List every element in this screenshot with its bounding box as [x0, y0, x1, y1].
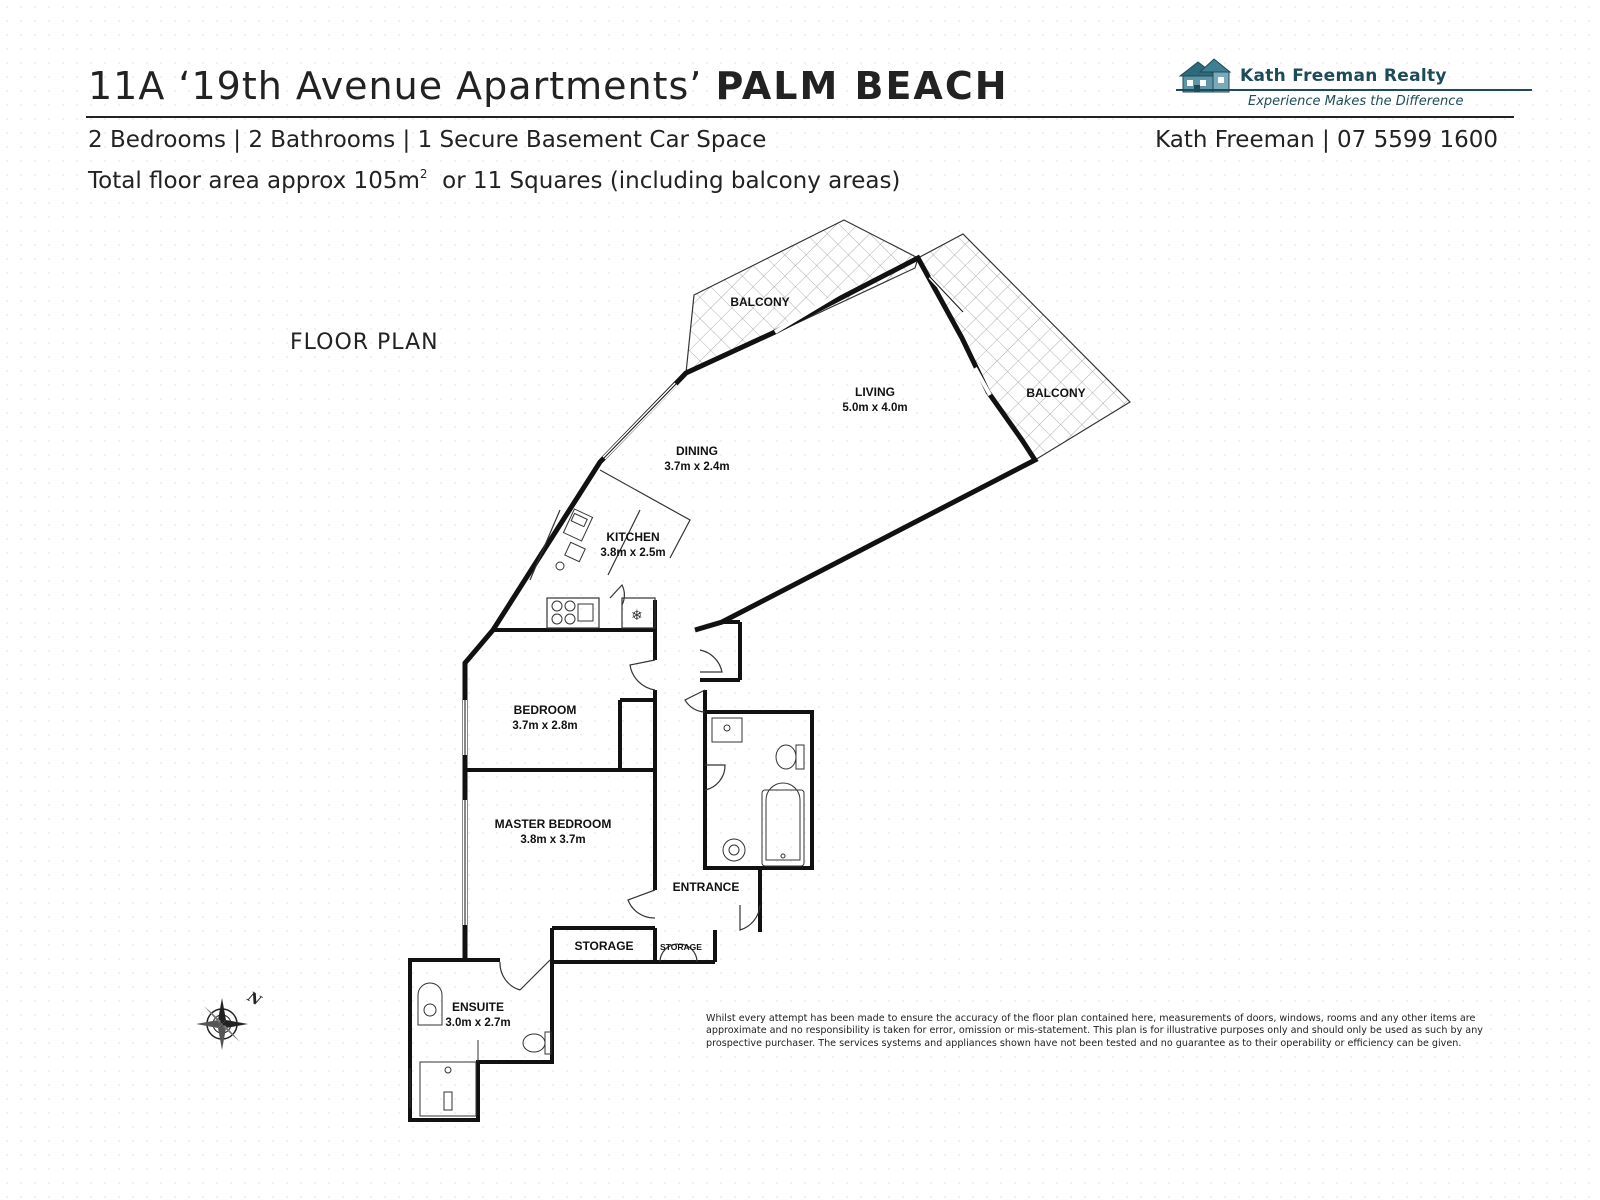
master-bedroom-label: MASTER BEDROOM — [495, 817, 612, 831]
window-living-2 — [973, 367, 992, 396]
living-dimensions: 5.0m x 4.0m — [842, 402, 907, 414]
compass-icon — [196, 998, 248, 1050]
window-line-2 — [603, 383, 677, 459]
features-line: 2 Bedrooms | 2 Bathrooms | 1 Secure Base… — [88, 127, 767, 153]
bedroom-label: BEDROOM — [514, 703, 577, 717]
agency-tagline: Experience Makes the Difference — [1248, 94, 1464, 109]
compass-north-label: N — [244, 989, 265, 1010]
kitchen-label: KITCHEN — [606, 530, 659, 544]
area-superscript: 2 — [419, 167, 428, 181]
agency-name: Kath Freeman Realty — [1240, 66, 1447, 86]
kitchen-dimensions: 3.8m x 2.5m — [600, 547, 665, 559]
fridge-icon: ❄ — [631, 608, 643, 624]
window-line — [929, 276, 964, 313]
page-title: 11A ‘19th Avenue Apartments’ PALM BEACH — [88, 64, 1009, 108]
balcony-label-2: BALCONY — [1026, 386, 1085, 400]
ensuite-fixtures — [409, 982, 552, 1117]
living-label: LIVING — [855, 385, 895, 399]
svg-text:❄: ❄ — [631, 608, 643, 624]
exterior-wall — [462, 254, 1039, 958]
ensuite-label: ENSUITE — [452, 1000, 504, 1014]
entrance-label: ENTRANCE — [673, 880, 740, 894]
header-divider — [86, 116, 1514, 118]
logo-underline — [1176, 89, 1532, 91]
area-line: Total floor area approx 105m2 or 11 Squa… — [88, 167, 900, 194]
storage-label: STORAGE — [574, 939, 633, 953]
agency-logo: Kath Freeman Realty Experience Makes the… — [1176, 56, 1532, 114]
balcony-floor-1 — [685, 219, 919, 374]
area-tail: or 11 Squares (including balcony areas) — [442, 168, 901, 194]
dining-dimensions: 3.7m x 2.4m — [664, 461, 729, 473]
disclaimer-text: Whilst every attempt has been made to en… — [706, 1013, 1483, 1049]
sliding-door-balcony — [773, 288, 847, 334]
cooktop-icon — [551, 600, 594, 625]
area-text: Total floor area approx 105m — [88, 168, 420, 194]
title-suburb: PALM BEACH — [715, 64, 1009, 108]
storage-small-label: STORAGE — [660, 942, 702, 952]
title-address: 11A ‘19th Avenue Apartments’ — [88, 64, 703, 108]
kitchen-bench — [529, 469, 691, 629]
sink-icon — [555, 508, 594, 571]
door-swings — [499, 583, 761, 991]
balcony-floor-2 — [917, 233, 1131, 461]
dining-label: DINING — [676, 444, 718, 458]
house-icon — [1178, 58, 1232, 93]
master-bedroom-dimensions: 3.8m x 3.7m — [520, 834, 585, 846]
floor-plan-label: FLOOR PLAN — [290, 330, 439, 355]
balcony-label-1: BALCONY — [730, 295, 789, 309]
ensuite-dimensions: 3.0m x 2.7m — [445, 1017, 510, 1029]
bathroom-fixtures — [711, 717, 805, 867]
bedroom-dimensions: 3.7m x 2.8m — [512, 720, 577, 732]
agent-contact: Kath Freeman | 07 5599 1600 — [1155, 127, 1498, 153]
